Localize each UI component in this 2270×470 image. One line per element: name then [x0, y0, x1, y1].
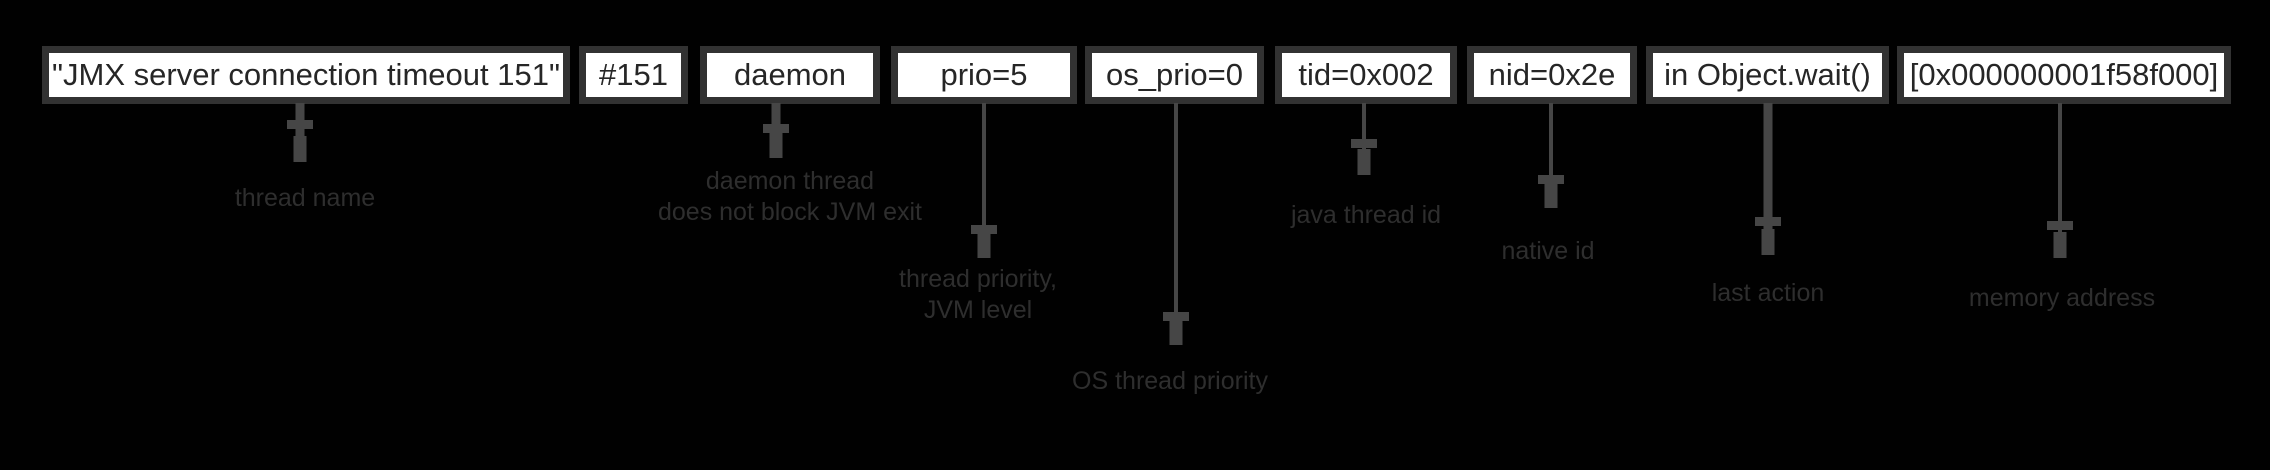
token-text: in Object.wait(): [1664, 57, 1871, 92]
annotation-label-os-prio: OS thread priority: [1072, 366, 1268, 397]
token-text: tid=0x002: [1298, 57, 1434, 92]
arrow-head: [2053, 232, 2067, 258]
token-box-thread-name: "JMX server connection timeout 151": [42, 46, 570, 104]
token-box-prio: prio=5: [891, 46, 1077, 104]
connector-arrow-daemon: [763, 103, 789, 158]
arrow-crossbar: [287, 120, 313, 129]
token-text: nid=0x2e: [1488, 57, 1616, 92]
arrow-shaft: [295, 103, 305, 162]
token-box-tid: tid=0x002: [1275, 46, 1457, 104]
connector-arrow-stack-address: [2047, 103, 2073, 258]
annotation-line: does not block JVM exit: [657, 198, 923, 226]
arrow-head: [1544, 182, 1558, 208]
arrow-shaft: [982, 103, 986, 258]
annotation-label-prio: thread priority, JVM level: [899, 264, 1057, 326]
token-box-thread-state: in Object.wait(): [1646, 46, 1889, 104]
arrow-head: [977, 232, 991, 258]
arrow-head: [1761, 229, 1775, 255]
connector-arrow-os-prio: [1163, 103, 1189, 345]
token-text: #151: [599, 57, 668, 92]
annotation-line: last action: [1711, 279, 1825, 307]
annotation-line: native id: [1501, 237, 1595, 265]
arrow-shaft: [1549, 103, 1553, 208]
token-box-nid: nid=0x2e: [1467, 46, 1637, 104]
connector-arrow-prio: [971, 103, 997, 258]
arrow-head: [1169, 319, 1183, 345]
connector-arrow-nid: [1538, 103, 1564, 208]
token-text: os_prio=0: [1105, 57, 1244, 92]
annotation-line: memory address: [1968, 284, 2156, 312]
arrow-shaft: [1763, 103, 1773, 255]
arrow-shaft: [1174, 103, 1178, 345]
arrow-head: [769, 132, 783, 158]
token-text: daemon: [733, 57, 847, 92]
annotation-line: thread name: [234, 184, 376, 212]
annotation-line: JVM level: [923, 296, 1033, 324]
arrow-crossbar: [2047, 221, 2073, 230]
token-text: prio=5: [940, 57, 1028, 92]
token-text: "JMX server connection timeout 151": [52, 57, 560, 92]
annotation-label-nid: native id: [1501, 236, 1594, 267]
annotation-label-tid: java thread id: [1291, 200, 1441, 231]
arrow-crossbar: [1755, 217, 1781, 226]
token-box-stack-address: [0x000000001f58f000]: [1897, 46, 2231, 104]
token-text: [0x000000001f58f000]: [1909, 57, 2219, 92]
annotation-line: OS thread priority: [1072, 367, 1268, 395]
arrow-head: [1357, 149, 1371, 175]
annotation-line: daemon thread: [705, 167, 875, 195]
arrow-crossbar: [971, 225, 997, 234]
arrow-crossbar: [1351, 139, 1377, 148]
arrow-crossbar: [763, 124, 789, 133]
arrow-shaft: [2058, 103, 2062, 258]
arrow-crossbar: [1163, 312, 1189, 321]
annotation-label-thread-state: last action: [1712, 278, 1825, 309]
annotation-label-daemon: daemon thread does not block JVM exit: [658, 166, 922, 228]
token-box-daemon: daemon: [700, 46, 880, 104]
token-box-thread-number: #151: [579, 46, 688, 104]
arrow-crossbar: [1538, 175, 1564, 184]
connector-arrow-thread-state: [1755, 103, 1781, 255]
connector-arrow-thread-name: [287, 103, 313, 162]
annotation-line: java thread id: [1290, 201, 1442, 229]
token-box-os-prio: os_prio=0: [1085, 46, 1264, 104]
annotation-label-stack-address: memory address: [1969, 283, 2155, 314]
connector-arrow-tid: [1351, 103, 1377, 175]
annotation-line: thread priority,: [899, 265, 1057, 293]
arrow-head: [293, 136, 307, 162]
annotation-label-thread-name: thread name: [235, 183, 375, 214]
